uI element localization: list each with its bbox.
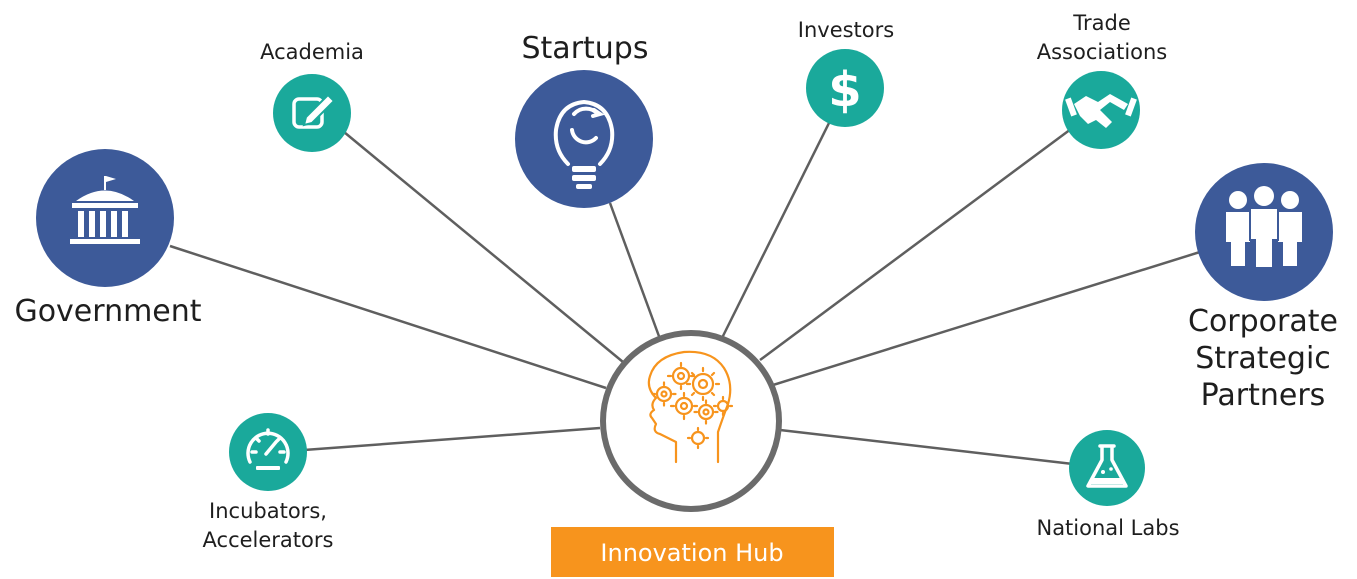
dollar-icon: $ — [828, 62, 861, 118]
gear-right — [693, 399, 719, 425]
node-corporate-partners: Corporate Strategic Partners — [1188, 163, 1338, 413]
label-government: Government — [14, 294, 201, 329]
people-group-icon — [1226, 186, 1302, 269]
label-academia: Academia — [260, 40, 364, 64]
connector-government — [169, 244, 607, 390]
hub-label-box: Innovation Hub — [551, 527, 834, 577]
handshake-icon — [1065, 94, 1137, 128]
node-government: Government — [14, 149, 202, 329]
label-corporate-line1: Corporate — [1188, 304, 1338, 339]
label-startups: Startups — [522, 31, 649, 66]
gear-large — [685, 366, 721, 402]
connector-startups — [608, 202, 662, 340]
connectors — [169, 120, 1201, 466]
node-incubators: Incubators, Accelerators — [203, 413, 334, 552]
hub-label: Innovation Hub — [600, 539, 783, 567]
pencil-edit-icon — [292, 93, 336, 129]
lab-flask-icon — [1086, 444, 1128, 488]
connector-academia — [343, 131, 624, 363]
node-startups: Startups — [515, 31, 653, 208]
label-trade-line1: Trade — [1072, 11, 1131, 35]
gear-center — [669, 391, 699, 421]
connector-labs — [779, 428, 1074, 466]
gear-medium — [666, 361, 696, 391]
speedometer-icon — [246, 428, 290, 470]
lightbulb-cycle-icon — [553, 99, 615, 189]
node-academia: Academia — [260, 40, 364, 152]
label-corporate-line3: Partners — [1201, 378, 1326, 413]
connector-investors — [720, 120, 832, 339]
hub — [600, 330, 782, 512]
connector-incubators — [303, 426, 601, 452]
label-investors: Investors — [798, 18, 894, 42]
node-trade-associations: Trade Associations — [1037, 11, 1168, 149]
node-national-labs: National Labs — [1036, 430, 1180, 540]
label-national-labs: National Labs — [1036, 516, 1179, 540]
gear-small-right — [712, 395, 734, 417]
gear-bottom — [686, 426, 710, 450]
label-corporate-line2: Strategic — [1195, 341, 1331, 376]
label-trade-line2: Associations — [1037, 40, 1168, 64]
connector-corporate — [772, 250, 1201, 387]
label-incubators-line2: Accelerators — [203, 528, 334, 552]
connector-trade — [759, 127, 1072, 362]
head-gears-icon — [647, 350, 734, 464]
label-incubators-line1: Incubators, — [209, 499, 327, 523]
government-building-icon — [70, 176, 140, 244]
node-investors: $ Investors — [798, 18, 894, 127]
hub-ring — [600, 330, 782, 512]
gear-left — [651, 381, 677, 407]
